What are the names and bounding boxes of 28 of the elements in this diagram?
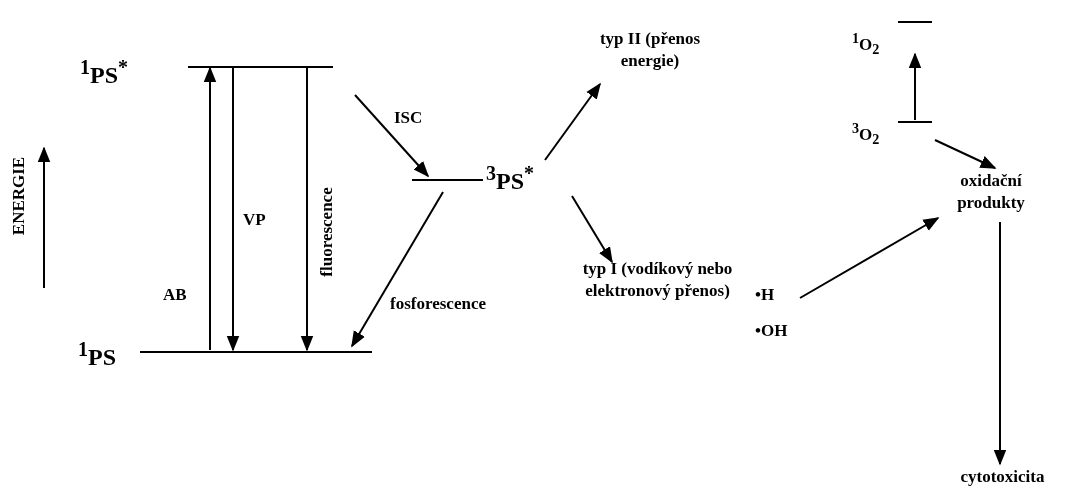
edge-label: VP (243, 210, 266, 230)
node-label: typ II (přenos energie) (580, 28, 720, 78)
node-label: cytotoxicita (945, 466, 1060, 492)
edge-label: AB (163, 285, 187, 305)
arrow (799, 217, 940, 299)
edge-label: ISC (394, 108, 423, 128)
arrow (354, 94, 430, 178)
state-label: $^{1}$PS$^{*}$ (80, 56, 128, 90)
arrow (934, 139, 997, 169)
arrow (351, 191, 444, 348)
node-label: typ I (vodíkový nebo elektronový přenos) (570, 258, 745, 342)
edge-label: fluorescence (316, 187, 337, 277)
state-label: $^{3}$PS$^{*}$ (486, 162, 534, 196)
state-label: $^{3}$O$_{2}$ (852, 120, 880, 148)
arrow (993, 221, 1007, 466)
axis-label: ENERGIE (9, 156, 30, 236)
arrow (203, 66, 217, 351)
node-label: oxidační produkty (935, 170, 1047, 222)
arrow (226, 67, 240, 352)
arrow (908, 52, 922, 121)
edge-label: fosforescence (390, 294, 486, 314)
node-label: •H (755, 284, 795, 308)
state-label: $^{1}$PS (78, 338, 116, 372)
arrow (300, 67, 314, 352)
state-label: $^{1}$O$_{2}$ (852, 30, 880, 58)
arrow (571, 195, 613, 264)
arrow (544, 82, 601, 161)
node-label: •OH (755, 320, 805, 344)
